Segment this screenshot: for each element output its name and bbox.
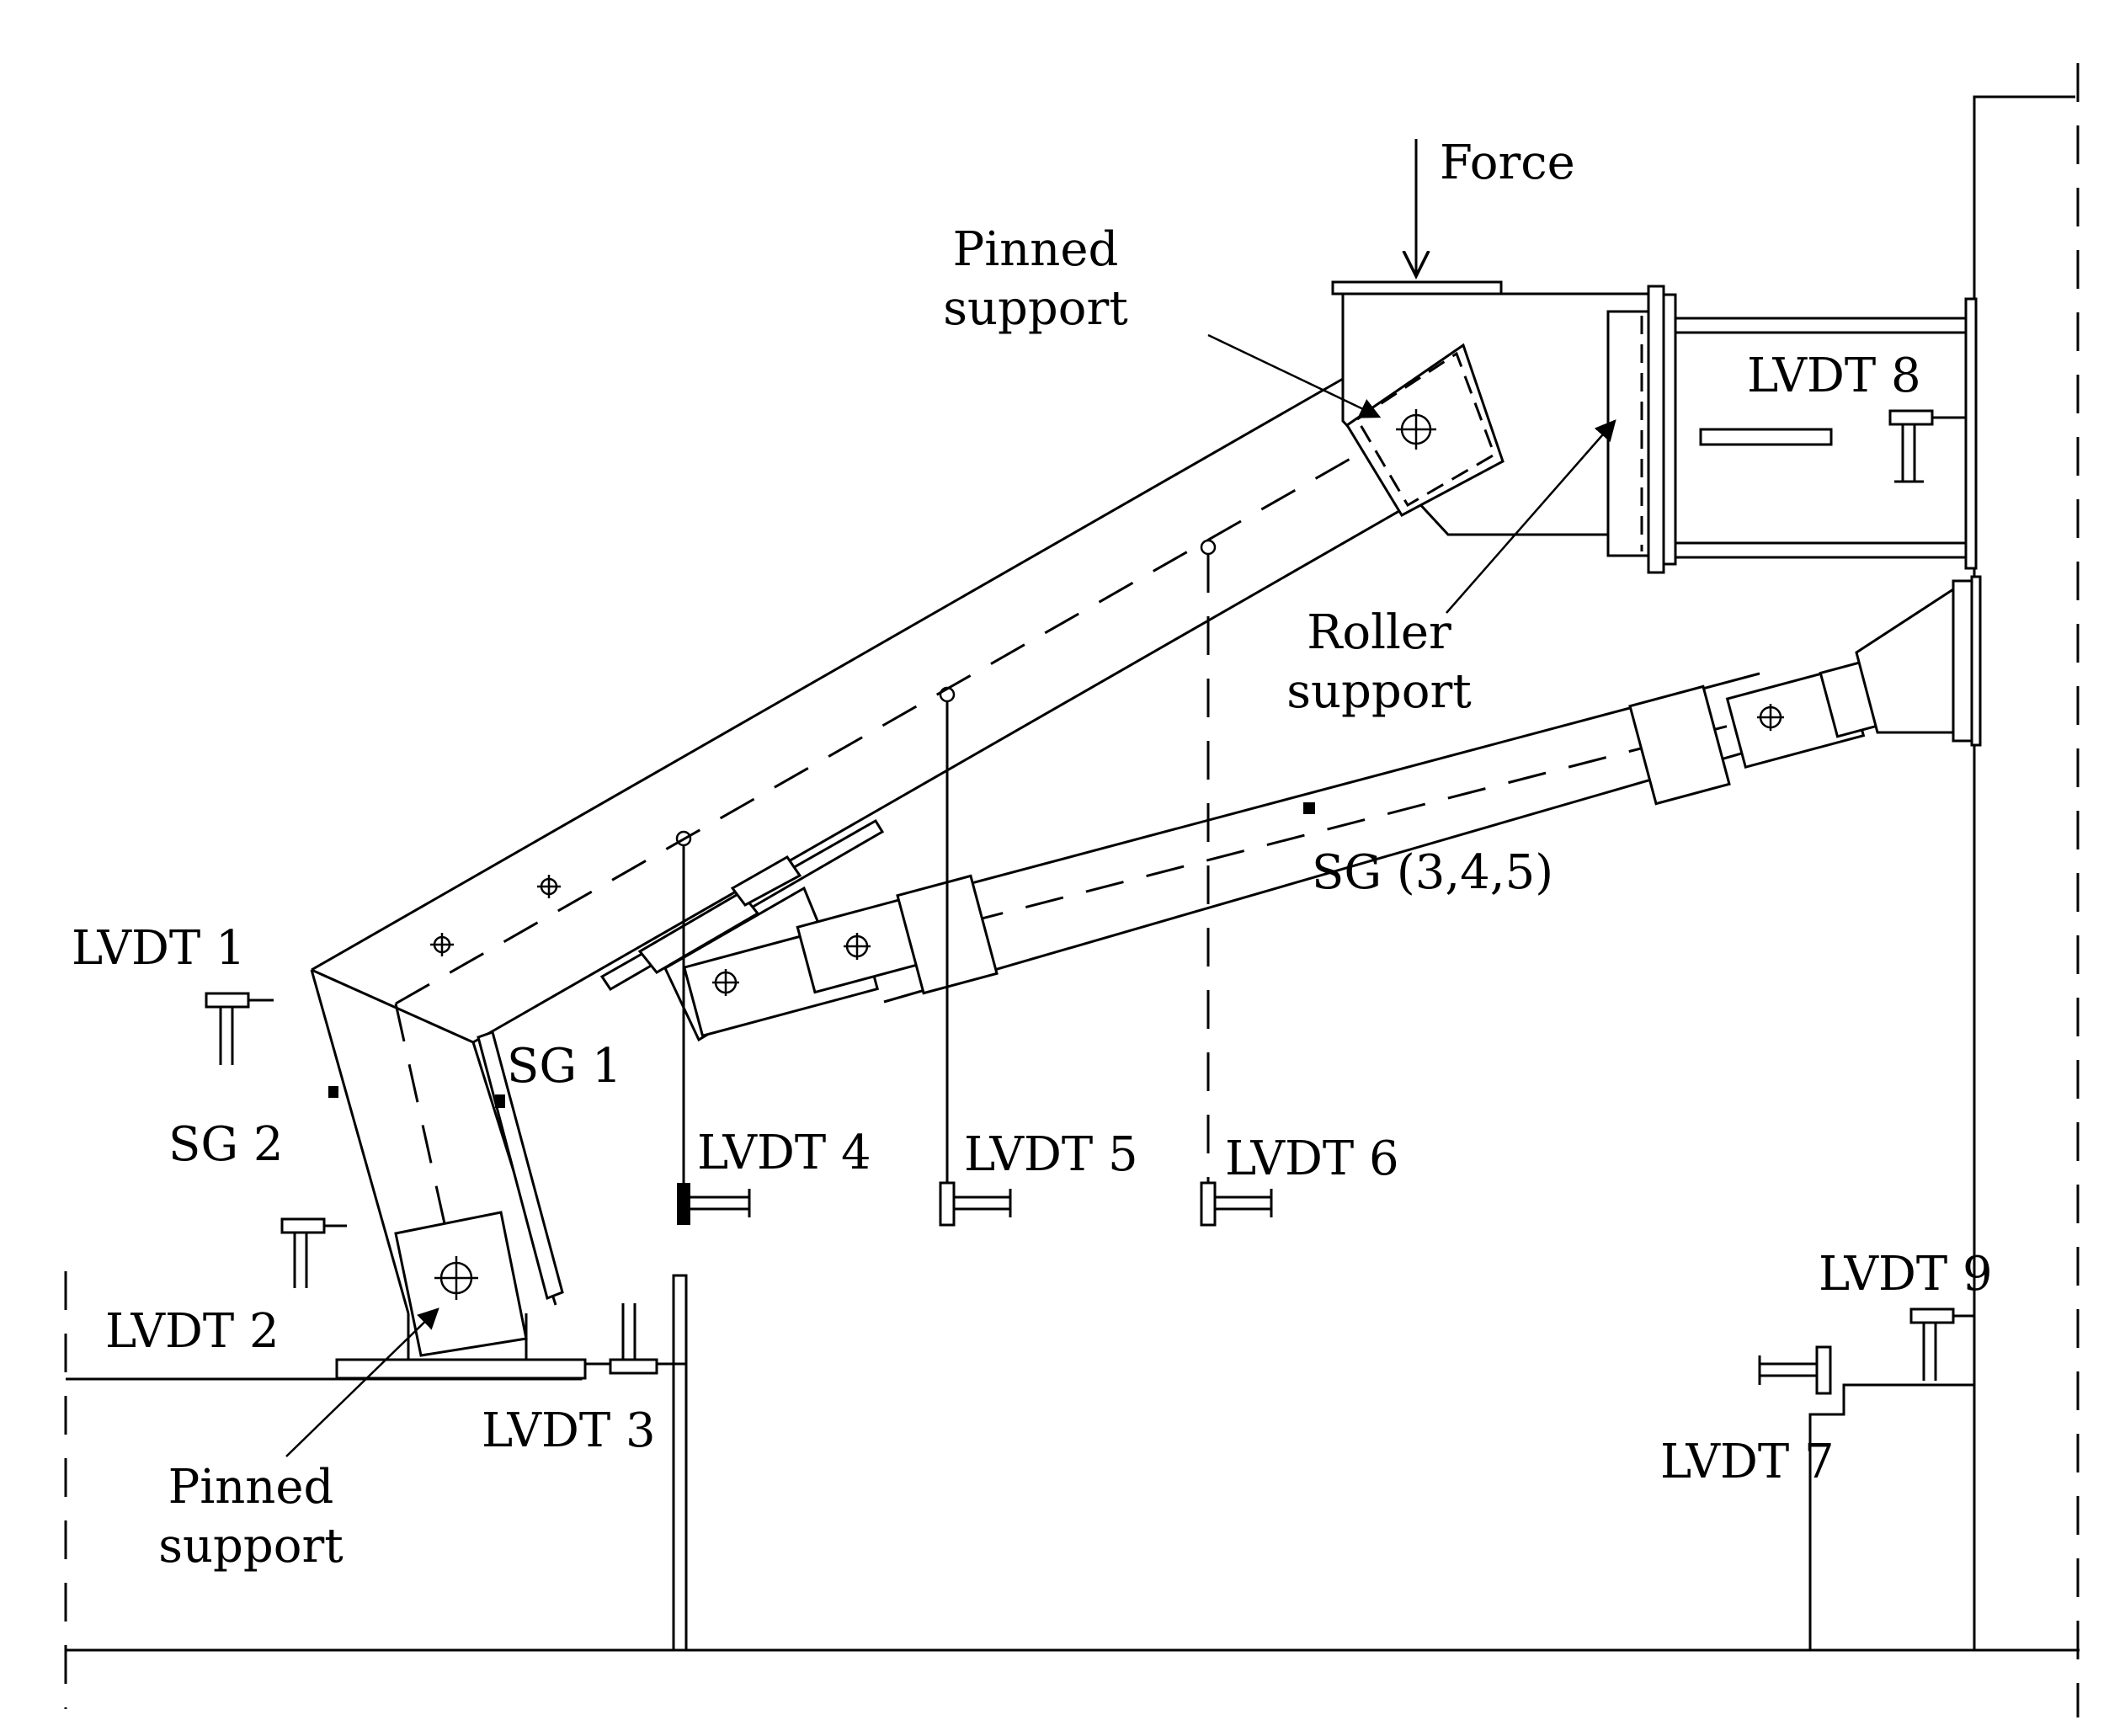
sg2-mark [328, 1086, 338, 1098]
sg1-mark [495, 1094, 505, 1108]
main-beam [310, 377, 1491, 1327]
pinned-support-top-label-line2: support [943, 281, 1128, 336]
lvdt5-sensor [939, 1181, 1012, 1227]
bottom-support-assembly [394, 1211, 528, 1360]
foundation [64, 63, 2080, 1717]
sg1-label: SG 1 [507, 1039, 622, 1094]
lvdt6-label: LVDT 6 [1225, 1132, 1399, 1186]
roller-support-label-line1: Roller [1307, 605, 1451, 660]
lvdt8-sensor [1888, 409, 1966, 483]
lvdt4-label: LVDT 4 [697, 1126, 871, 1180]
labels: Force Pinned support Roller support Pinn… [72, 136, 1993, 1574]
lvdt8-label: LVDT 8 [1747, 349, 1921, 403]
pinned-support-bottom-label-line2: support [158, 1519, 344, 1574]
lvdt9-sensor [1909, 1307, 1974, 1381]
lvdt1-label: LVDT 1 [72, 921, 246, 976]
pinned-support-bottom-label-line1: Pinned [168, 1460, 334, 1515]
lvdt6-sensor [1200, 1181, 1273, 1227]
pointer-arrows [285, 333, 1616, 1457]
lvdt2-sensor [280, 1217, 347, 1288]
lvdt5-label: LVDT 5 [964, 1127, 1138, 1182]
lvdt7-sensor [1758, 1345, 1832, 1395]
lvdt9-label: LVDT 9 [1819, 1247, 1993, 1302]
sg345-label: SG (3,4,5) [1312, 845, 1553, 900]
lvdt7-label: LVDT 7 [1660, 1435, 1835, 1489]
pinned-support-top-label-line1: Pinned [953, 222, 1119, 277]
lvdt4-sensor [677, 1183, 751, 1225]
lvdt2-label: LVDT 2 [105, 1304, 280, 1359]
measurement-droppers [675, 539, 1217, 1187]
force-label: Force [1440, 136, 1575, 190]
roller-support-label-line2: support [1286, 664, 1472, 719]
bolt-marks [430, 875, 561, 956]
lvdt3-label: LVDT 3 [482, 1403, 656, 1458]
sg2-label: SG 2 [168, 1117, 284, 1172]
lvdt-sensors [205, 409, 1974, 1395]
lvdt3-sensor [609, 1303, 658, 1375]
lvdt1-sensor [205, 992, 274, 1065]
sg345-mark [1303, 802, 1315, 814]
top-support-assembly [1331, 280, 1978, 574]
